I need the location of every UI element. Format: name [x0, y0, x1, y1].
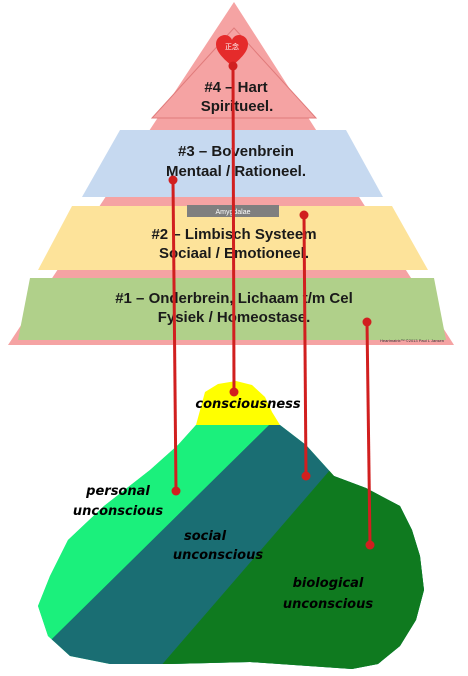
consciousness-label: consciousness [195, 397, 301, 412]
connector-heart-consciousness [228, 61, 239, 397]
connector-social-social [299, 210, 311, 481]
connector-mental-personal [168, 175, 181, 496]
iceberg: consciousness personal unconscious socia… [38, 381, 424, 669]
connectors [168, 61, 375, 550]
biological-region [140, 470, 424, 669]
tier4-title: #4 – Hart [204, 79, 267, 96]
heart-label: 正念 [225, 42, 239, 51]
tier4-subtitle: Spiritueel. [201, 98, 274, 115]
biological-label-2: unconscious [283, 597, 373, 612]
consciousness-region [196, 381, 280, 425]
social-label-1: social [184, 529, 227, 544]
biological-label-1: biological [293, 576, 364, 591]
personal-label-1: personal [85, 484, 150, 499]
tier1-band [18, 278, 446, 340]
personal-label-2: unconscious [73, 504, 163, 519]
heart-icon [216, 35, 248, 66]
tier3-title: #3 – Bovenbrein [178, 143, 294, 160]
connector-physical-biological [362, 317, 375, 550]
copyright-note: Heartmatrix™ ©2013 Paul L Jansen [380, 338, 444, 343]
social-label-2: unconscious [173, 548, 263, 563]
pyramid: #4 – Hart Spiritueel. #3 – Bovenbrein Me… [8, 2, 454, 345]
tier3-subtitle: Mentaal / Rationeel. [166, 163, 306, 180]
